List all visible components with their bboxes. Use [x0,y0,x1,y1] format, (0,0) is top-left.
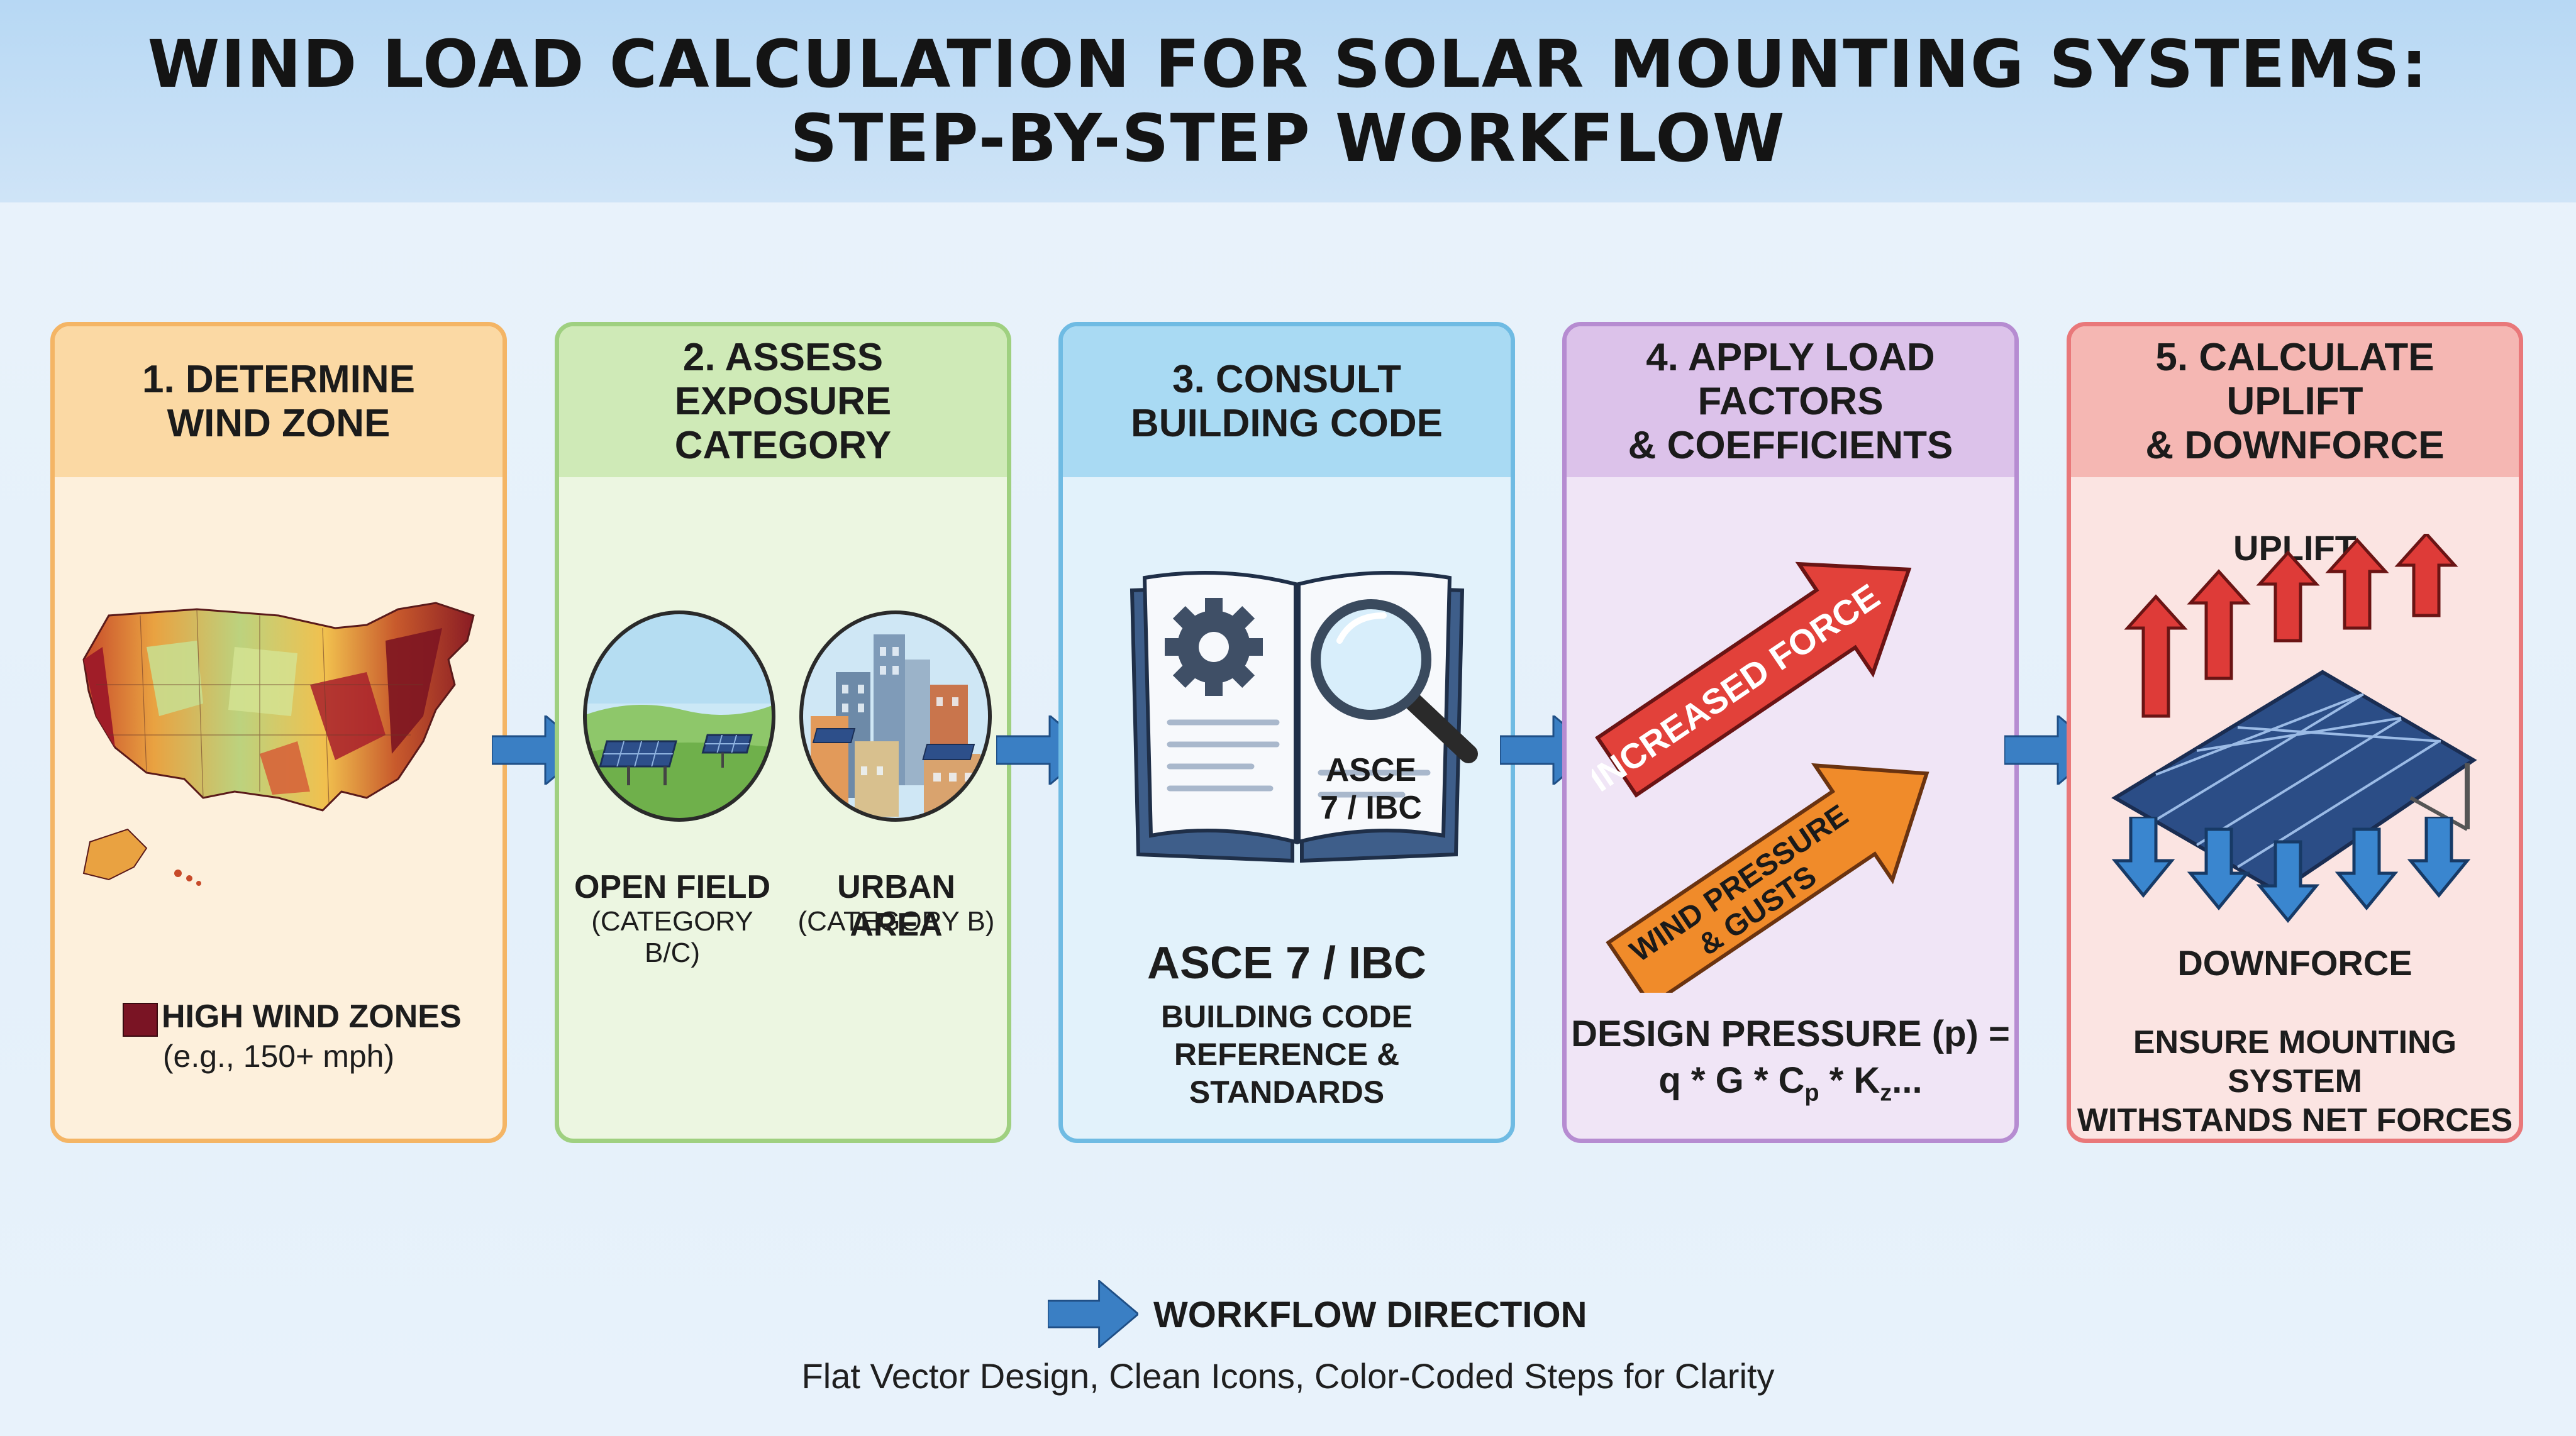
us-wind-zone-map [82,602,475,886]
open-field-category: (CATEGORY B/C) [591,906,753,968]
design-pressure-label: DESIGN PRESSURE (p) = [1571,1013,2010,1054]
open-field-label: OPEN FIELD [574,869,771,905]
downforce-arrows [2111,817,2471,923]
book-label-asce: ASCE [1325,752,1417,788]
urban-area-category: (CATEGORY B) [797,906,995,937]
title-banner: WIND LOAD CALCULATION FOR SOLAR MOUNTING… [0,0,2576,202]
building-code-main-label: ASCE 7 / IBC [1146,938,1427,988]
workflow-direction-label: WORKFLOW DIRECTION [1153,1295,1587,1335]
high-wind-legend-swatch [123,1003,158,1037]
mounting-system-note: ENSURE MOUNTING SYSTEM WITHSTANDS NET FO… [2077,1024,2513,1139]
open-field-icon [583,610,775,822]
book-label-ibc: 7 / IBC [1320,790,1422,826]
footer-caption: Flat Vector Design, Clean Icons, Color-C… [801,1356,1775,1396]
building-code-description: BUILDING CODE REFERENCE & STANDARDS [1161,999,1413,1110]
step-5-heading: 5. CALCULATE UPLIFT& DOWNFORCE [2071,326,2519,477]
building-code-book-icon [1130,571,1478,863]
load-factor-arrows: INCREASED FORCE WIND PRESSURE & GUSTS [1592,561,1929,993]
magnifier-icon [1311,599,1478,763]
title-line-1: WIND LOAD CALCULATION FOR SOLAR MOUNTING… [147,26,2429,102]
high-wind-legend-label: HIGH WIND ZONES [162,998,462,1035]
workflow-direction-arrow-icon [1048,1280,1138,1348]
design-pressure-formula: q * G * Cp * Kz... [1658,1060,1923,1107]
page-title: WIND LOAD CALCULATION FOR SOLAR MOUNTING… [148,27,2429,175]
title-line-2: STEP-BY-STEP WORKFLOW [790,100,1786,177]
step-5-card: 5. CALCULATE UPLIFT& DOWNFORCE UPLIFT [2067,322,2523,1143]
high-wind-legend-note: (e.g., 150+ mph) [162,1039,395,1074]
urban-area-icon [799,610,992,822]
urban-area-label: URBAN AREA [837,869,955,943]
uplift-arrows [2124,534,2458,718]
gear-icon [1165,598,1263,696]
downforce-label: DOWNFORCE [2177,943,2412,983]
